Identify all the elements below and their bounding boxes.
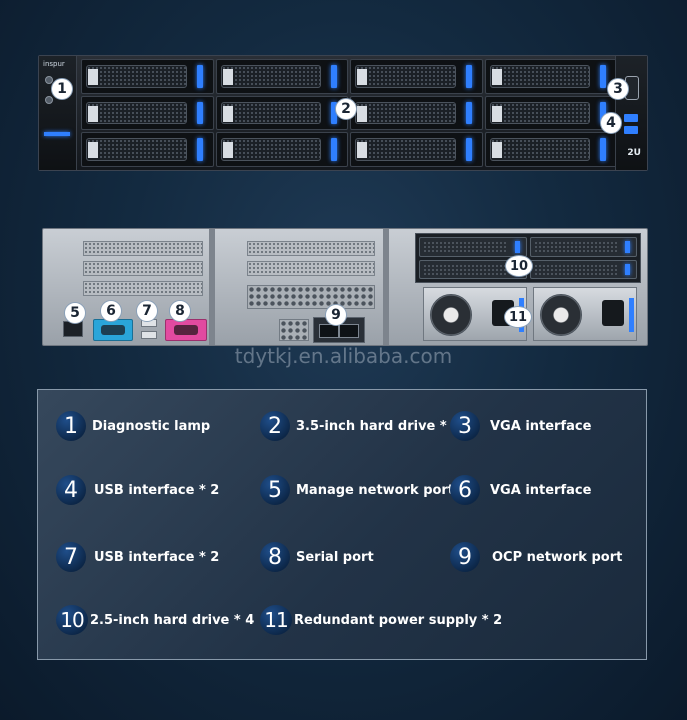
serial-port[interactable] — [165, 319, 207, 341]
drive-bay[interactable] — [529, 259, 637, 279]
legend-label: VGA interface — [490, 482, 592, 498]
legend-item: 9 OCP network port — [450, 542, 622, 572]
legend-item: 3 VGA interface — [450, 411, 591, 441]
pcie-slot — [247, 261, 375, 276]
server-front-panel: inspur 2U — [38, 55, 648, 171]
form-factor-label: 2U — [627, 148, 641, 158]
drive-bay[interactable] — [484, 95, 617, 131]
drive-bay[interactable] — [81, 59, 214, 94]
legend-item: 1 Diagnostic lamp — [56, 411, 210, 441]
fan-icon — [430, 294, 472, 336]
drive-bay[interactable] — [529, 237, 637, 257]
rear-usb-port[interactable] — [141, 331, 157, 339]
callout-marker-1: 1 — [51, 78, 73, 100]
power-indicator — [44, 132, 70, 136]
callout-marker-10: 10 — [505, 255, 533, 277]
number-badge: 3 — [450, 411, 480, 441]
drive-bay[interactable] — [215, 59, 348, 94]
power-supply-unit[interactable] — [423, 287, 527, 341]
legend-label: 2.5-inch hard drive * 4 — [90, 612, 255, 628]
vent-mesh — [279, 319, 309, 341]
callout-marker-11: 11 — [504, 306, 532, 328]
callout-marker-4: 4 — [600, 112, 622, 134]
legend-panel: 1 Diagnostic lamp 2 3.5-inch hard drive … — [37, 389, 647, 660]
legend-label: VGA interface — [490, 418, 592, 434]
callout-marker-3: 3 — [607, 78, 629, 100]
drive-bay[interactable] — [215, 132, 348, 167]
legend-label: Serial port — [296, 549, 374, 565]
number-badge: 9 — [450, 542, 480, 572]
drive-bay[interactable] — [81, 132, 214, 167]
number-badge: 7 — [56, 542, 86, 572]
legend-label: OCP network port — [492, 549, 623, 565]
legend-label: Diagnostic lamp — [92, 418, 211, 434]
drive-bay[interactable] — [350, 95, 483, 131]
power-socket — [602, 300, 624, 326]
drive-bay[interactable] — [419, 237, 527, 257]
legend-label: 3.5-inch hard drive * 8 — [296, 418, 461, 434]
rear-vga-port[interactable] — [93, 319, 133, 341]
drive-bay[interactable] — [81, 95, 214, 131]
chassis-rail — [383, 229, 389, 345]
legend-item: 8 Serial port — [260, 542, 374, 572]
watermark: tdytkj.en.alibaba.com — [234, 344, 453, 368]
legend-label: Redundant power supply * 2 — [294, 612, 503, 628]
power-supply-unit[interactable] — [533, 287, 637, 341]
diagnostic-led-icon — [45, 76, 53, 84]
number-badge: 6 — [450, 475, 480, 505]
drive-bay[interactable] — [350, 132, 483, 167]
legend-item: 2 3.5-inch hard drive * 8 — [260, 411, 460, 441]
pcie-slot — [83, 261, 203, 276]
callout-marker-2: 2 — [335, 98, 357, 120]
callout-marker-5: 5 — [64, 302, 86, 324]
legend-item: 11 Redundant power supply * 2 — [260, 605, 502, 635]
legend-label: USB interface * 2 — [94, 549, 220, 565]
release-latch — [629, 298, 634, 332]
number-badge: 1 — [56, 411, 86, 441]
number-badge: 4 — [56, 475, 86, 505]
brand-logo: inspur — [43, 60, 65, 68]
chassis-rail — [209, 229, 215, 345]
legend-label: USB interface * 2 — [94, 482, 220, 498]
number-badge: 11 — [260, 605, 292, 635]
number-badge: 2 — [260, 411, 290, 441]
front-left-ear: inspur — [39, 56, 77, 170]
number-badge: 5 — [260, 475, 290, 505]
pcie-slot — [247, 241, 375, 256]
front-drive-bays — [81, 59, 617, 167]
pcie-slot — [83, 241, 203, 256]
pcie-slot — [83, 281, 203, 296]
legend-item: 10 2.5-inch hard drive * 4 — [56, 605, 254, 635]
legend-item: 6 VGA interface — [450, 475, 591, 505]
front-right-ear: 2U — [615, 56, 647, 170]
drive-bay[interactable] — [484, 59, 617, 94]
number-badge: 10 — [56, 605, 88, 635]
number-badge: 8 — [260, 542, 290, 572]
callout-marker-6: 6 — [100, 300, 122, 322]
drive-bay[interactable] — [484, 132, 617, 167]
server-rear-panel — [42, 228, 648, 346]
callout-marker-7: 7 — [136, 300, 158, 322]
legend-item: 4 USB interface * 2 — [56, 475, 219, 505]
diagnostic-led-icon — [45, 96, 53, 104]
vent-mesh — [247, 285, 375, 309]
fan-icon — [540, 294, 582, 336]
legend-item: 7 USB interface * 2 — [56, 542, 219, 572]
front-usb-port — [624, 114, 638, 122]
callout-marker-9: 9 — [325, 304, 347, 326]
drive-bay[interactable] — [215, 95, 348, 131]
front-usb-port — [624, 126, 638, 134]
callout-marker-8: 8 — [169, 300, 191, 322]
drive-bay[interactable] — [350, 59, 483, 94]
legend-item: 5 Manage network port — [260, 475, 454, 505]
legend-label: Manage network port — [296, 482, 455, 498]
